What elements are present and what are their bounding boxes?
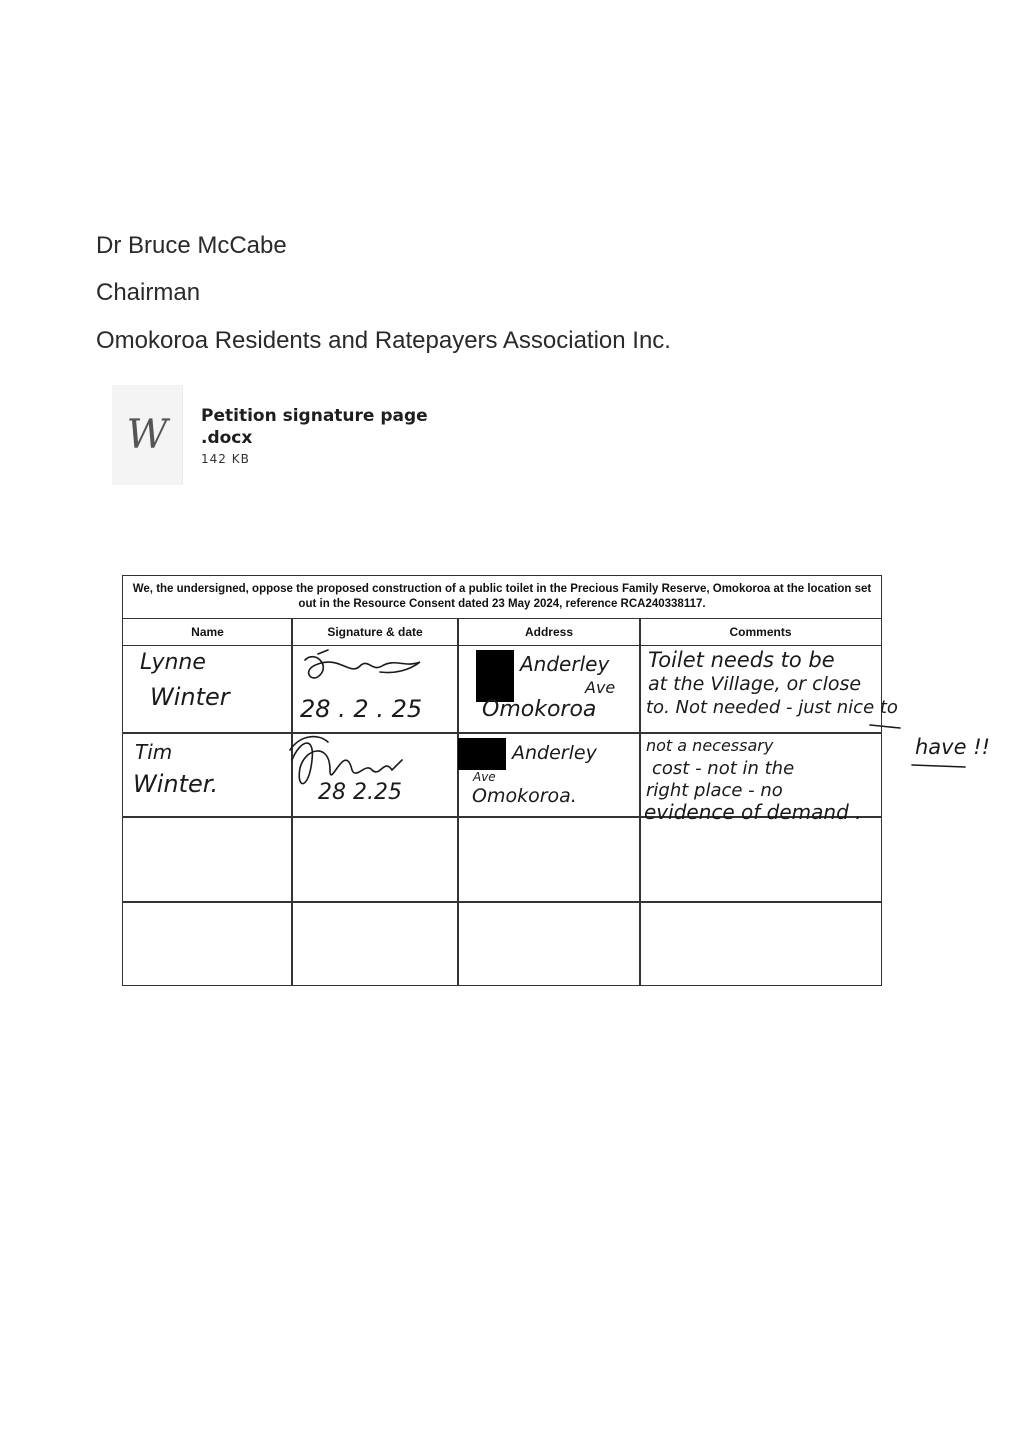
attachment-size: 142 KB	[201, 452, 250, 466]
row1-comment-line2: at the Village, or close	[648, 673, 862, 695]
row2-signature-date: 28 2.25	[318, 780, 402, 805]
sender-role: Chairman	[96, 279, 201, 306]
petition-statement: We, the undersigned, oppose the proposed…	[123, 576, 881, 619]
underline-stroke	[869, 724, 901, 729]
row2-comment-line4: evidence of demand .	[644, 800, 862, 824]
row1-signature-date: 28 . 2 . 25	[300, 695, 423, 723]
column-header-address: Address	[458, 619, 640, 646]
row2-address-line2: Ave	[473, 770, 496, 784]
redaction-block	[476, 650, 514, 702]
signature-scribble	[291, 742, 403, 785]
row2-comment-line1: not a necessary	[646, 736, 774, 755]
attachment-filename[interactable]: Petition signature page .docx	[201, 406, 428, 448]
row2-name-line2: Winter.	[133, 770, 219, 798]
row1-name-line2: Winter	[150, 683, 230, 711]
redaction-block	[458, 738, 506, 770]
row-divider	[123, 816, 881, 818]
row1-comment-line4: have !!	[915, 735, 991, 759]
word-document-icon: W	[112, 385, 183, 485]
row1-name-line1: Lynne	[140, 650, 206, 675]
row1-address-line1: Anderley	[520, 652, 610, 676]
row-divider	[123, 901, 881, 903]
column-divider	[457, 619, 459, 985]
column-header-comments: Comments	[640, 619, 881, 646]
underline-stroke	[911, 764, 966, 768]
row1-comment-line1: Toilet needs to be	[648, 648, 835, 672]
signature-scribble	[304, 655, 421, 679]
column-divider	[639, 619, 641, 985]
signature-scribble	[317, 649, 329, 655]
row2-address-line1: Anderley	[512, 742, 597, 764]
sender-name: Dr Bruce McCabe	[96, 232, 287, 259]
row2-comment-line2: cost - not in the	[652, 758, 795, 779]
row2-comment-line3: right place - no	[646, 780, 783, 801]
row-divider	[123, 732, 881, 734]
petition-table: We, the undersigned, oppose the proposed…	[122, 575, 882, 986]
attachment-card[interactable]: W Petition signature page .docx 142 KB	[112, 385, 428, 485]
row1-address-line2: Ave	[585, 678, 616, 697]
column-header-signature: Signature & date	[292, 619, 458, 646]
column-header-name: Name	[123, 619, 292, 646]
row1-address-line3: Omokoroa	[482, 697, 597, 722]
signature-scribble	[289, 735, 329, 751]
sender-organisation: Omokoroa Residents and Ratepayers Associ…	[96, 327, 671, 354]
row1-comment-line3: to. Not needed - just nice to	[646, 697, 898, 718]
row2-address-line3: Omokoroa.	[472, 785, 577, 807]
row2-name-line1: Tim	[135, 740, 173, 764]
column-divider	[291, 619, 293, 985]
